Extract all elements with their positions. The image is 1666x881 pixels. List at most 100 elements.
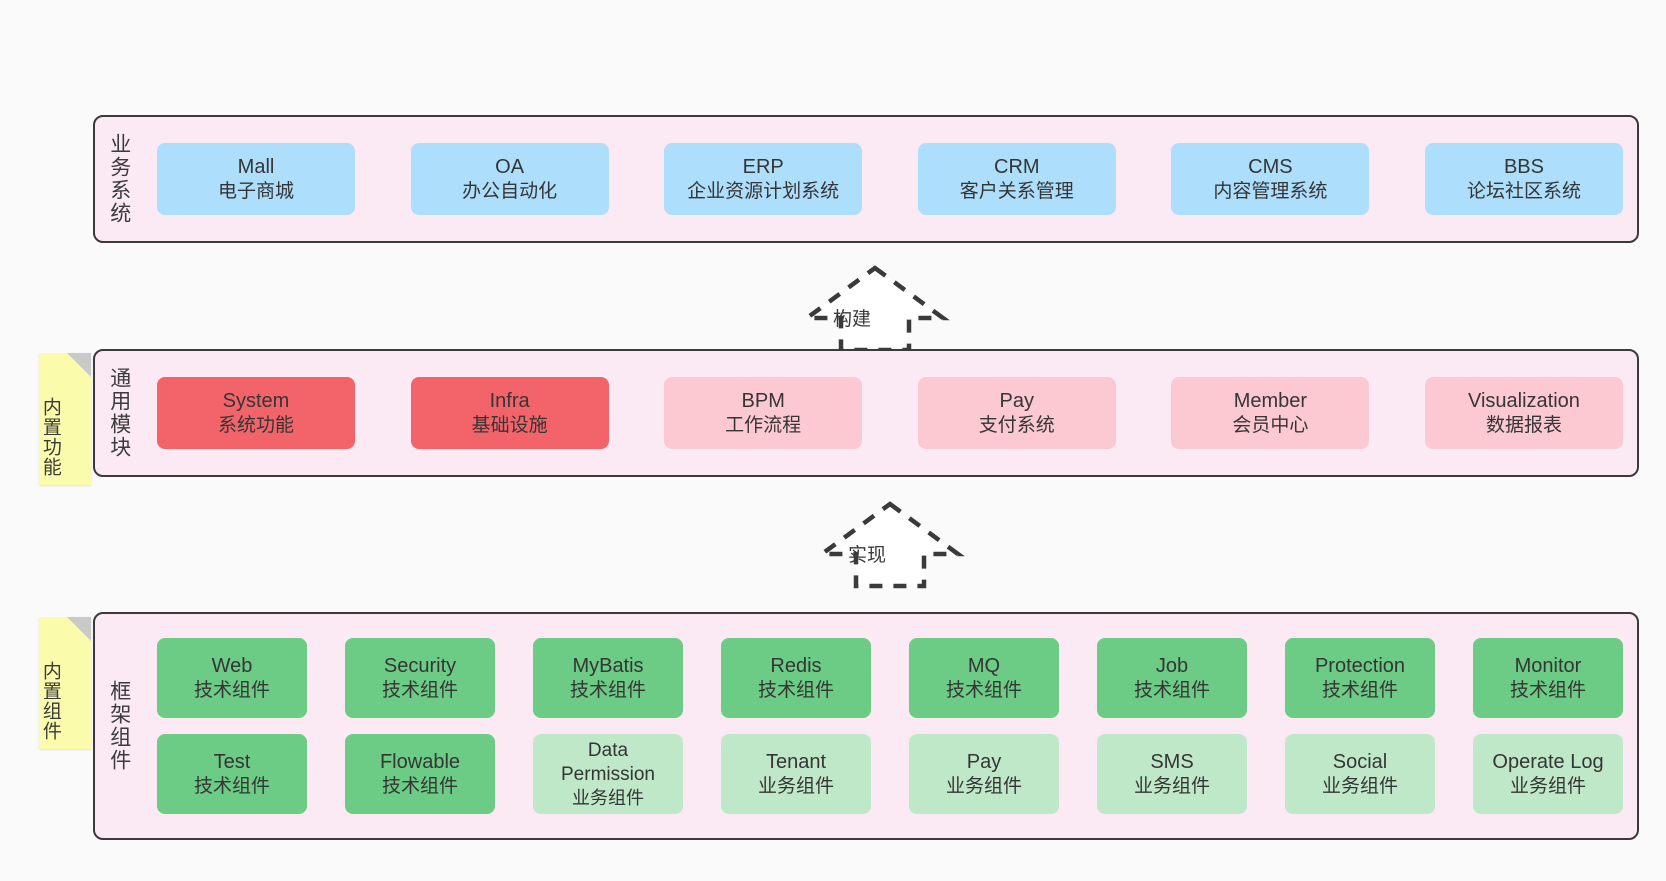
component-box-monitor[interactable]: Monitor 技术组件 [1473, 638, 1623, 718]
component-subtitle: 技术组件 [193, 679, 270, 701]
connector-implement-label: 实现 [848, 545, 887, 566]
connector-build-label: 构建 [833, 309, 872, 330]
component-box-operate-log[interactable]: Operate Log 业务组件 [1473, 734, 1623, 814]
component-box-web[interactable]: Web 技术组件 [157, 638, 307, 718]
module-subtitle: 系统功能 [217, 414, 294, 436]
module-box-visualization[interactable]: Visualization 数据报表 [1424, 377, 1623, 449]
component-subtitle: 业务组件 [1133, 775, 1210, 797]
module-box-pay[interactable]: Pay 支付系统 [917, 377, 1116, 449]
component-subtitle: 业务组件 [1509, 775, 1586, 797]
note-fold-icon [67, 353, 91, 377]
component-box-tenant[interactable]: Tenant 业务组件 [721, 734, 871, 814]
module-title: OA [495, 155, 525, 178]
note-builtin-components-label: 内置组件 [39, 661, 61, 741]
note-builtin-components: 内置组件 [39, 617, 91, 749]
layer-framework-components: 框架组件 Web 技术组件 Security 技术组件 MyBatis 技术组件… [93, 612, 1639, 840]
module-subtitle: 论坛社区系统 [1466, 180, 1581, 202]
component-box-security[interactable]: Security 技术组件 [345, 638, 495, 718]
component-subtitle: 业务组件 [1321, 775, 1398, 797]
module-title: Pay [999, 389, 1035, 412]
component-title: MyBatis [572, 654, 644, 677]
module-box-oa[interactable]: OA 办公自动化 [410, 143, 609, 215]
module-box-system[interactable]: System 系统功能 [157, 377, 355, 449]
dashed-up-arrow-icon [815, 501, 965, 589]
module-subtitle: 支付系统 [978, 414, 1055, 436]
module-title: CMS [1248, 155, 1293, 178]
note-builtin-functions-label: 内置功能 [39, 397, 61, 477]
component-box-social[interactable]: Social 业务组件 [1285, 734, 1435, 814]
module-title: Mall [237, 155, 275, 178]
layer-framework-row-business: Test 技术组件 Flowable 技术组件 Data Permission … [157, 734, 1623, 814]
module-box-bpm[interactable]: BPM 工作流程 [664, 377, 863, 449]
connector-implement: 实现 [815, 498, 965, 590]
component-title: SMS [1150, 750, 1194, 773]
module-subtitle: 工作流程 [725, 414, 802, 436]
component-title: Social [1332, 750, 1388, 773]
component-box-protection[interactable]: Protection 技术组件 [1285, 638, 1435, 718]
module-title: BBS [1503, 155, 1544, 178]
layer-common-modules-body: System 系统功能 Infra 基础设施 BPM 工作流程 Pay 支付系统… [143, 351, 1637, 475]
component-title: Security [383, 654, 457, 677]
layer-business-systems-row: Mall 电子商城 OA 办公自动化 ERP 企业资源计划系统 CRM 客户关系… [157, 143, 1623, 215]
component-title: Protection [1314, 654, 1406, 677]
module-title: Member [1233, 389, 1308, 412]
layer-common-modules-row: System 系统功能 Infra 基础设施 BPM 工作流程 Pay 支付系统… [157, 377, 1623, 449]
component-title: Tenant [765, 750, 827, 773]
component-box-mq[interactable]: MQ 技术组件 [909, 638, 1059, 718]
module-subtitle: 企业资源计划系统 [687, 180, 840, 202]
component-subtitle: 技术组件 [945, 679, 1022, 701]
module-title: CRM [994, 155, 1040, 178]
module-box-crm[interactable]: CRM 客户关系管理 [917, 143, 1116, 215]
note-builtin-functions: 内置功能 [39, 353, 91, 485]
component-title: Test [213, 750, 251, 773]
component-title: Data Permission [561, 740, 655, 785]
component-title: Redis [770, 654, 822, 677]
module-subtitle: 电子商城 [217, 180, 294, 202]
layer-common-modules-title: 通用模块 [107, 367, 131, 459]
component-box-pay[interactable]: Pay 业务组件 [909, 734, 1059, 814]
module-box-infra[interactable]: Infra 基础设施 [410, 377, 609, 449]
module-box-cms[interactable]: CMS 内容管理系统 [1171, 143, 1370, 215]
component-title: Monitor [1514, 654, 1582, 677]
component-subtitle: 技术组件 [381, 679, 458, 701]
module-box-bbs[interactable]: BBS 论坛社区系统 [1424, 143, 1623, 215]
module-subtitle: 办公自动化 [462, 180, 558, 202]
component-box-test[interactable]: Test 技术组件 [157, 734, 307, 814]
dashed-up-arrow-icon [800, 265, 950, 353]
component-subtitle: 业务组件 [945, 775, 1022, 797]
component-subtitle: 技术组件 [1509, 679, 1586, 701]
module-box-mall[interactable]: Mall 电子商城 [157, 143, 355, 215]
component-subtitle: 业务组件 [757, 775, 834, 797]
layer-business-systems: 业务系统 Mall 电子商城 OA 办公自动化 ERP 企业资源计划系统 CRM… [93, 115, 1639, 243]
component-box-data-permission[interactable]: Data Permission 业务组件 [533, 734, 683, 814]
component-box-job[interactable]: Job 技术组件 [1097, 638, 1247, 718]
component-title: Pay [966, 750, 1002, 773]
component-title: MQ [967, 654, 1001, 677]
component-title: Flowable [379, 750, 461, 773]
layer-business-systems-title: 业务系统 [107, 133, 131, 225]
module-box-member[interactable]: Member 会员中心 [1171, 377, 1370, 449]
module-title: Infra [489, 389, 530, 412]
module-title: BPM [741, 389, 785, 412]
component-title: Operate Log [1492, 750, 1604, 773]
module-subtitle: 基础设施 [471, 414, 548, 436]
component-subtitle: 技术组件 [1133, 679, 1210, 701]
module-title: Visualization [1468, 389, 1580, 412]
component-box-mybatis[interactable]: MyBatis 技术组件 [533, 638, 683, 718]
layer-framework-row-technical: Web 技术组件 Security 技术组件 MyBatis 技术组件 Redi… [157, 638, 1623, 718]
component-subtitle: 技术组件 [1321, 679, 1398, 701]
module-subtitle: 会员中心 [1232, 414, 1309, 436]
module-subtitle: 数据报表 [1485, 414, 1562, 436]
layer-business-systems-body: Mall 电子商城 OA 办公自动化 ERP 企业资源计划系统 CRM 客户关系… [143, 117, 1637, 241]
component-box-redis[interactable]: Redis 技术组件 [721, 638, 871, 718]
module-box-erp[interactable]: ERP 企业资源计划系统 [664, 143, 863, 215]
component-subtitle: 技术组件 [193, 775, 270, 797]
note-fold-icon [67, 617, 91, 641]
component-box-sms[interactable]: SMS 业务组件 [1097, 734, 1247, 814]
layer-framework-components-body: Web 技术组件 Security 技术组件 MyBatis 技术组件 Redi… [143, 614, 1637, 838]
component-box-flowable[interactable]: Flowable 技术组件 [345, 734, 495, 814]
module-title: ERP [742, 155, 784, 178]
component-title: Job [1155, 654, 1189, 677]
layer-common-modules: 通用模块 System 系统功能 Infra 基础设施 BPM 工作流程 Pay… [93, 349, 1639, 477]
